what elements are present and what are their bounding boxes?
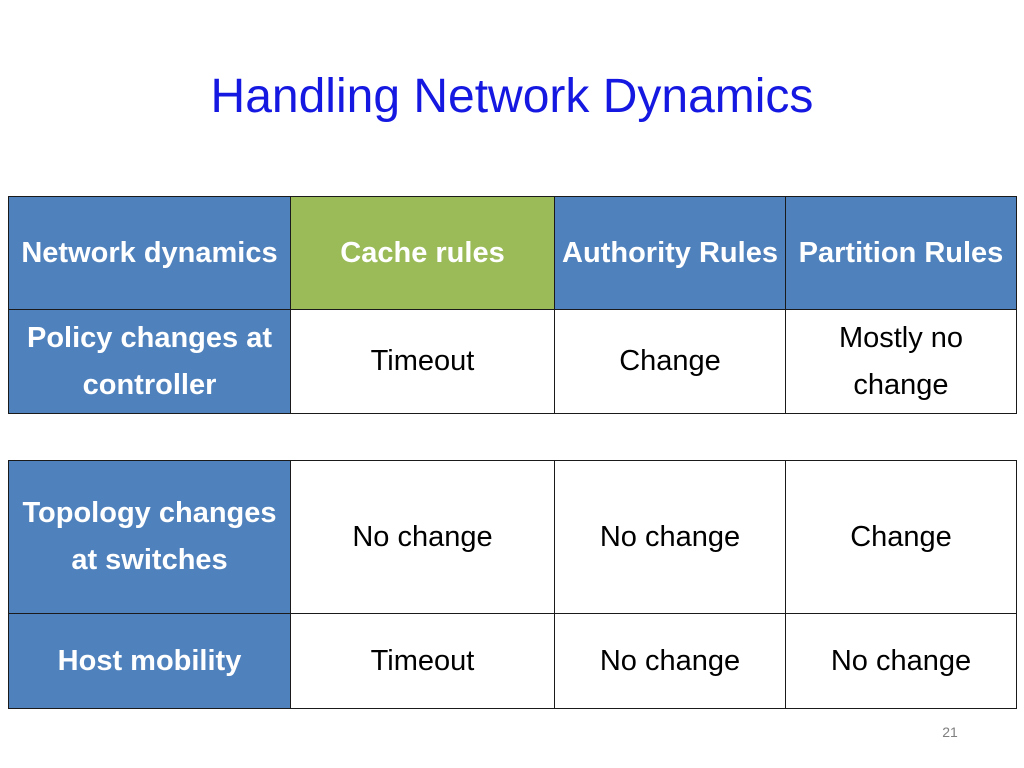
table-row-policy-changes: Policy changes at controller Timeout Cha…: [8, 309, 1017, 414]
table-cell: No change: [554, 460, 786, 614]
table-cell: Mostly no change: [785, 309, 1017, 414]
row-label: Policy changes at controller: [8, 309, 291, 414]
page-number: 21: [942, 724, 958, 740]
row-label: Host mobility: [8, 613, 291, 709]
header-cache-rules: Cache rules: [290, 196, 555, 310]
table-cell: No change: [290, 460, 555, 614]
table-cell: Change: [554, 309, 786, 414]
table-row-topology-changes: Topology changes at switches No change N…: [8, 460, 1017, 614]
dynamics-table-bottom: Topology changes at switches No change N…: [8, 460, 1017, 709]
slide-title: Handling Network Dynamics: [210, 70, 814, 123]
header-network-dynamics: Network dynamics: [8, 196, 291, 310]
table-cell: Timeout: [290, 309, 555, 414]
table-header-row: Network dynamics Cache rules Authority R…: [8, 196, 1017, 310]
table-cell: No change: [785, 613, 1017, 709]
header-partition-rules: Partition Rules: [785, 196, 1017, 310]
dynamics-table-top: Network dynamics Cache rules Authority R…: [8, 196, 1017, 414]
table-row-host-mobility: Host mobility Timeout No change No chang…: [8, 613, 1017, 709]
table-cell: No change: [554, 613, 786, 709]
header-authority-rules: Authority Rules: [554, 196, 786, 310]
row-label: Topology changes at switches: [8, 460, 291, 614]
table-cell: Change: [785, 460, 1017, 614]
table-cell: Timeout: [290, 613, 555, 709]
